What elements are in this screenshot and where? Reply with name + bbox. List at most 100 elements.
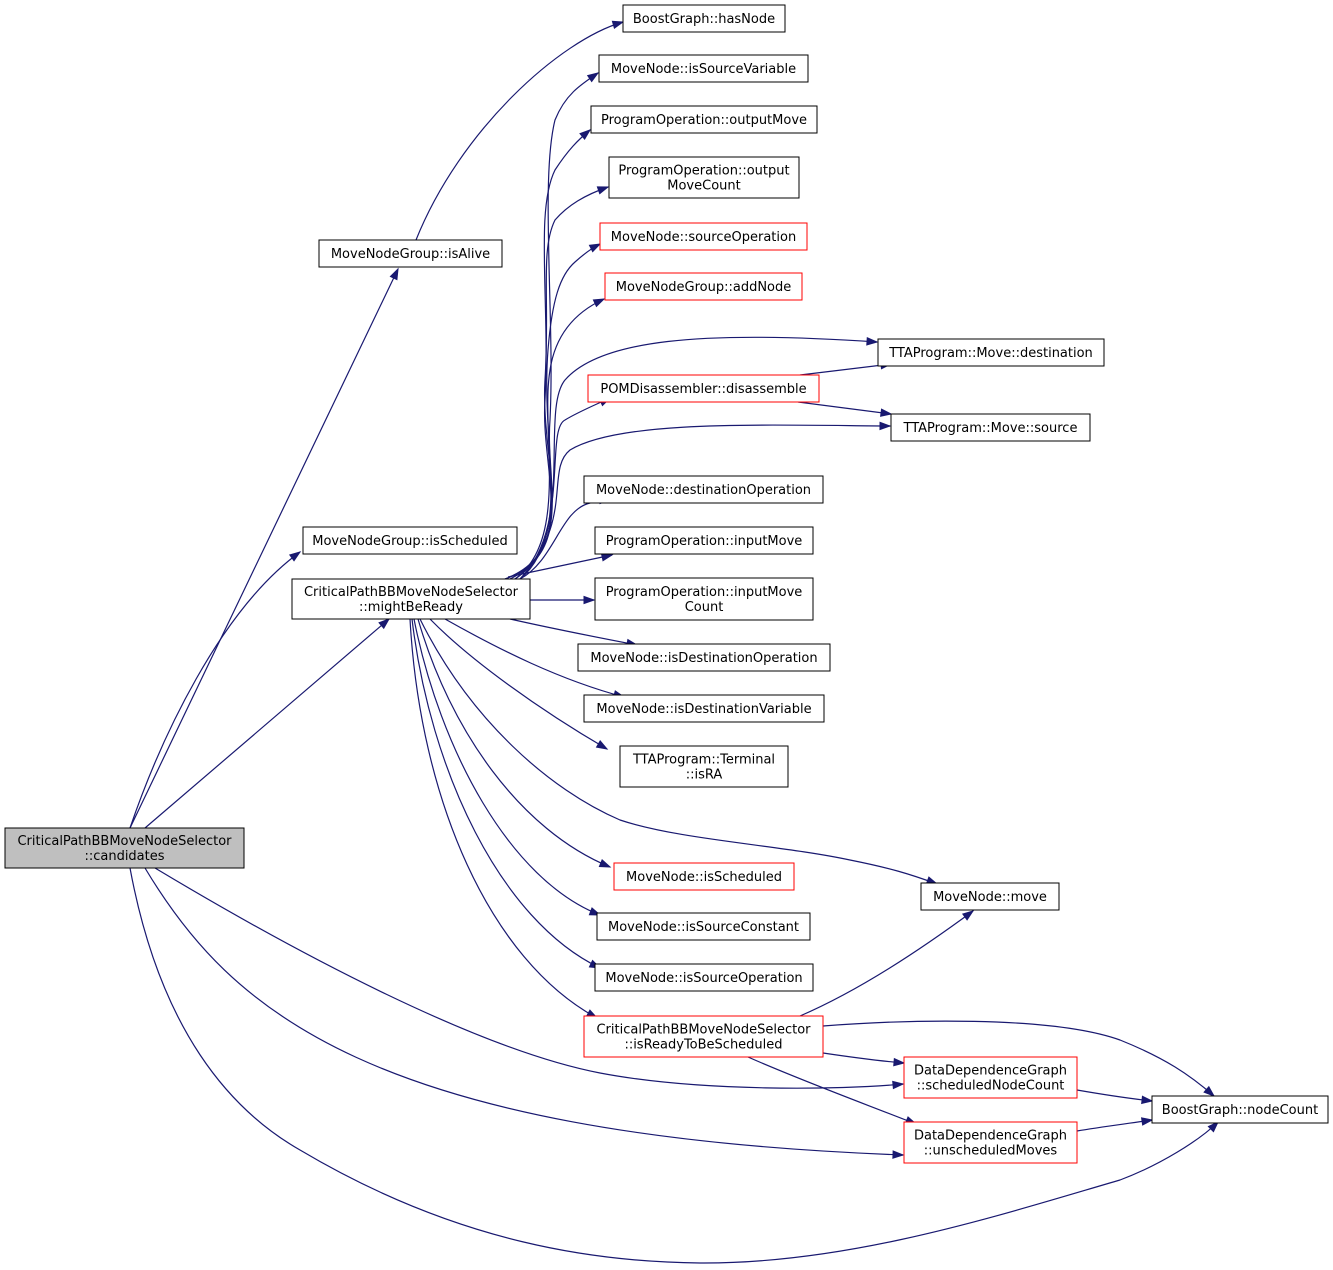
node-label: DataDependenceGraph [914,1129,1067,1144]
node-add-node[interactable]: MoveNodeGroup::addNode [604,272,803,301]
edge-line [509,186,609,580]
node-label: CriticalPathBBMoveNodeSelector [17,834,232,849]
edge-might-be-ready-to-source [519,421,892,580]
node-destination[interactable]: TTAProgram::Move::destination [877,338,1105,367]
edge-line [144,618,390,829]
edge-line [129,551,301,829]
edge-line [413,618,601,916]
arrowhead-icon [879,421,892,431]
arrowhead-icon [1207,1120,1220,1133]
node-candidates[interactable]: CriticalPathBBMoveNodeSelector::candidat… [4,827,245,869]
node-is-ready-to-be-scheduled[interactable]: CriticalPathBBMoveNodeSelector::isReadyT… [583,1015,824,1058]
node-box [920,882,1060,911]
edge-candidates-to-unscheduled-moves [144,867,905,1159]
edge-candidates-to-might-be-ready [144,618,391,829]
node-label: MoveNodeGroup::isAlive [331,247,490,262]
arrowhead-icon [598,859,612,868]
node-destination-operation[interactable]: MoveNode::destinationOperation [583,475,824,504]
node-label: MoveNode::move [933,890,1047,905]
edge-is-ready-to-be-scheduled-to-unscheduled-moves [747,1056,918,1125]
node-box [594,577,814,621]
node-label: MoveNode::isSourceOperation [605,971,802,986]
node-mn-is-scheduled[interactable]: MoveNode::isScheduled [613,862,795,891]
edge-is-ready-to-be-scheduled-to-move [799,910,975,1017]
edge-line [822,1020,1215,1097]
node-is-destination-operation[interactable]: MoveNode::isDestinationOperation [577,643,831,672]
node-label: ProgramOperation::output [618,164,789,179]
node-box [877,338,1105,367]
node-box [583,1015,824,1058]
node-box [1151,1095,1329,1124]
node-label: CriticalPathBBMoveNodeSelector [304,585,519,600]
node-label: MoveNode::sourceOperation [611,230,796,245]
node-input-move[interactable]: ProgramOperation::inputMove [594,526,814,555]
edge-line [429,618,608,750]
edge-line [507,554,613,578]
node-is-destination-variable[interactable]: MoveNode::isDestinationVariable [583,694,825,723]
node-box [587,374,820,403]
node-box [318,239,503,268]
node-label: ::scheduledNodeCount [917,1079,1065,1094]
arrowhead-icon [583,595,596,605]
node-is-source-operation[interactable]: MoveNode::isSourceOperation [594,963,814,992]
node-box [583,475,824,504]
arrowhead-icon [1141,1095,1154,1105]
node-has-node[interactable]: BoostGraph::hasNode [622,4,786,33]
node-label: MoveNodeGroup::addNode [616,280,792,295]
arrowhead-icon [378,618,391,630]
arrowhead-icon [389,267,399,281]
edge-line [129,867,1219,1264]
node-box [903,1121,1078,1164]
edge-line [419,618,938,885]
arrowhead-icon [892,1080,905,1090]
node-box [291,578,531,620]
edge-might-be-ready-to-add-node [514,298,606,580]
edge-might-be-ready-to-is-ra [429,618,609,750]
node-label: BoostGraph::nodeCount [1162,1103,1318,1118]
node-label: ::candidates [84,849,164,864]
node-output-move[interactable]: ProgramOperation::outputMove [590,105,818,134]
node-label: ProgramOperation::inputMove [606,585,803,600]
edge-line [514,298,605,580]
node-box [613,862,795,891]
node-label: MoveNode::isScheduled [626,870,782,885]
node-move[interactable]: MoveNode::move [920,882,1060,911]
node-source[interactable]: TTAProgram::Move::source [890,413,1091,442]
node-is-ra[interactable]: TTAProgram::Terminal::isRA [619,745,789,788]
node-mng-is-scheduled[interactable]: MoveNodeGroup::isScheduled [302,526,518,555]
edge-is-ready-to-be-scheduled-to-scheduled-node-count [822,1052,906,1067]
node-box [903,1056,1078,1099]
node-box [594,526,814,555]
node-box [604,272,803,301]
edge-might-be-ready-to-mn-is-scheduled [417,618,612,868]
node-might-be-ready[interactable]: CriticalPathBBMoveNodeSelector::mightBeR… [291,578,531,620]
edge-might-be-ready-to-output-move-count [509,186,610,580]
node-is-alive[interactable]: MoveNodeGroup::isAlive [318,239,503,268]
edge-might-be-ready-to-is-destination-operation [509,618,639,648]
node-disassemble[interactable]: POMDisassembler::disassemble [587,374,820,403]
node-label: MoveCount [667,179,740,194]
edge-line [822,1052,905,1064]
node-source-operation[interactable]: MoveNode::sourceOperation [599,222,808,251]
node-label: MoveNode::isSourceConstant [608,920,799,935]
node-node-count[interactable]: BoostGraph::nodeCount [1151,1095,1329,1124]
node-is-source-constant[interactable]: MoveNode::isSourceConstant [596,912,811,941]
edge-might-be-ready-to-input-move [507,553,614,578]
node-box [590,105,818,134]
node-box [596,912,811,941]
arrowhead-icon [586,72,600,83]
node-unscheduled-moves[interactable]: DataDependenceGraph::unscheduledMoves [903,1121,1078,1164]
node-box [594,963,814,992]
node-scheduled-node-count[interactable]: DataDependenceGraph::scheduledNodeCount [903,1056,1078,1099]
edge-disassemble-to-source [797,401,893,417]
edge-line [1076,1119,1153,1132]
node-box [599,222,808,251]
edge-candidates-to-scheduled-node-count [154,867,905,1090]
node-label: ::isRA [686,768,723,783]
node-box [622,4,786,33]
node-label: ProgramOperation::outputMove [601,113,807,128]
edge-unscheduled-moves-to-node-count [1076,1117,1154,1132]
node-is-source-variable[interactable]: MoveNode::isSourceVariable [598,54,809,83]
